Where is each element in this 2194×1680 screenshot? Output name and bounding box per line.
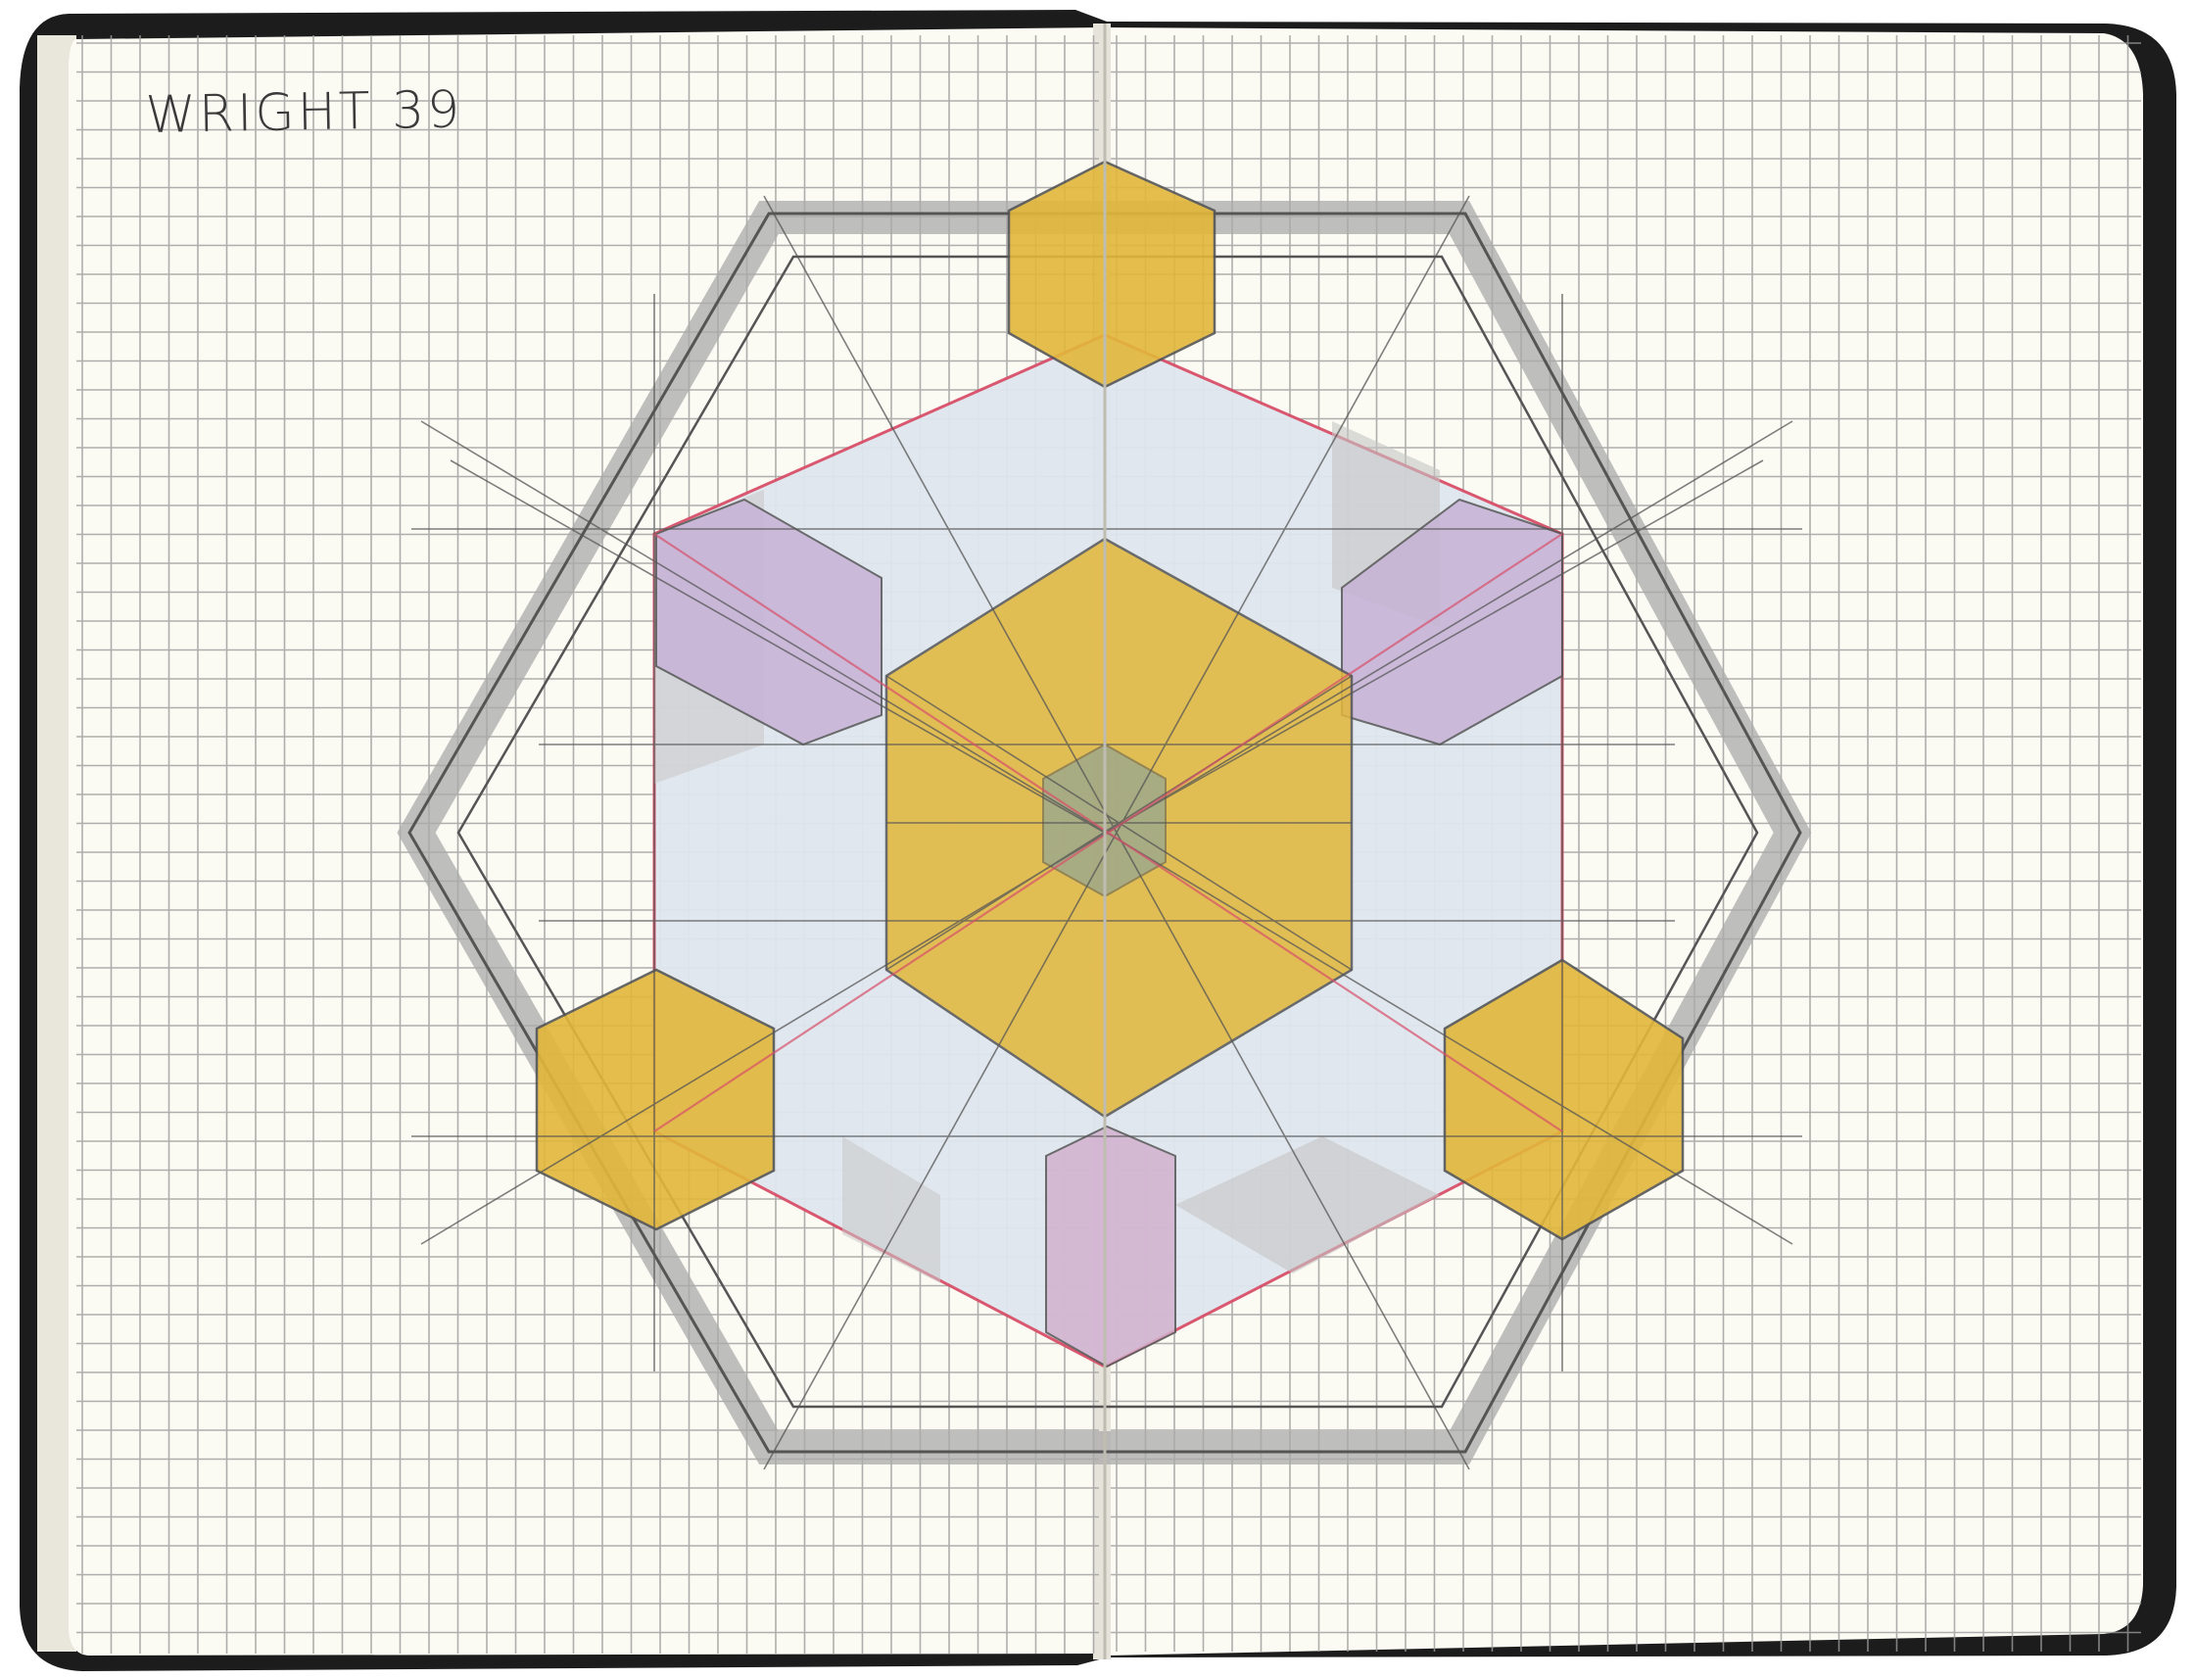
left-page — [69, 27, 1103, 1656]
geometric-drawing — [397, 137, 1812, 1528]
page-caption: WRIGHT 39 — [145, 80, 463, 145]
yellow-hexagon-left — [535, 968, 776, 1231]
inner-octagon — [456, 255, 1759, 1409]
outer-octagon-shade — [397, 201, 1812, 1464]
violet-box — [1045, 1125, 1176, 1368]
shade-facet — [842, 1136, 940, 1283]
outer-octagon — [407, 212, 1802, 1454]
shade-facet — [1175, 1136, 1440, 1273]
right-page — [1107, 27, 2143, 1656]
violet-box — [655, 498, 882, 746]
